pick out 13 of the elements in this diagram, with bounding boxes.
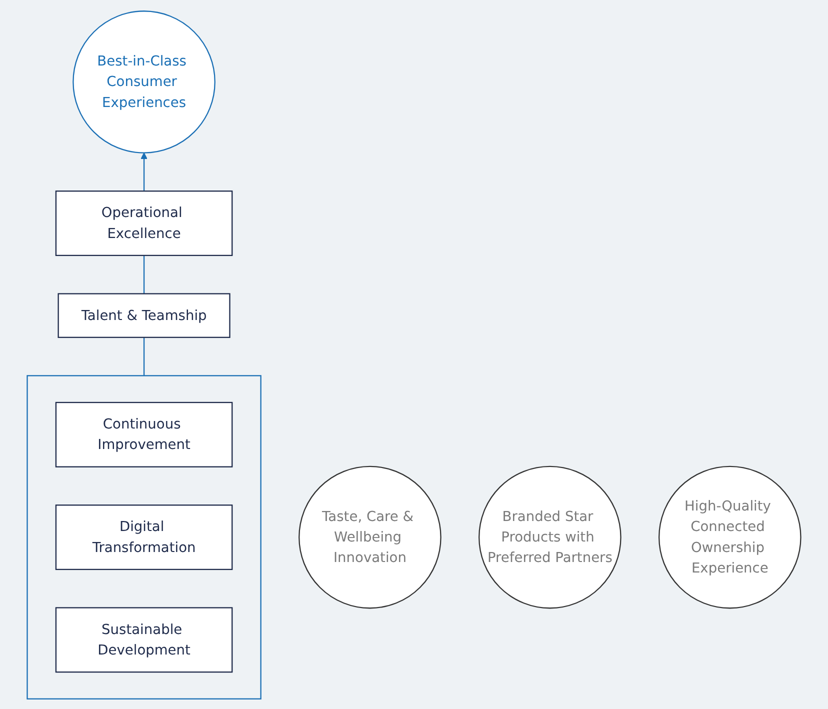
node-box: Digital Transformation (55, 504, 233, 570)
connector (143, 254, 145, 294)
node-box: Talent & Teamship (58, 292, 230, 338)
node-circle: High-Quality Connected Ownership Experience (658, 465, 802, 608)
node-circle: Best-in-Class Consumer Experiences (72, 10, 216, 153)
node-circle: Taste, Care & Wellbeing Innovation (298, 465, 442, 608)
cluster (26, 374, 262, 699)
node-box: Sustainable Development (55, 606, 233, 672)
connector (143, 336, 145, 376)
arrow (140, 152, 148, 191)
node-box: Continuous Improvement (55, 401, 233, 467)
node-circle: Branded Star Products with Preferred Partners (478, 465, 622, 608)
node-box: Operational Excellence (55, 190, 233, 256)
